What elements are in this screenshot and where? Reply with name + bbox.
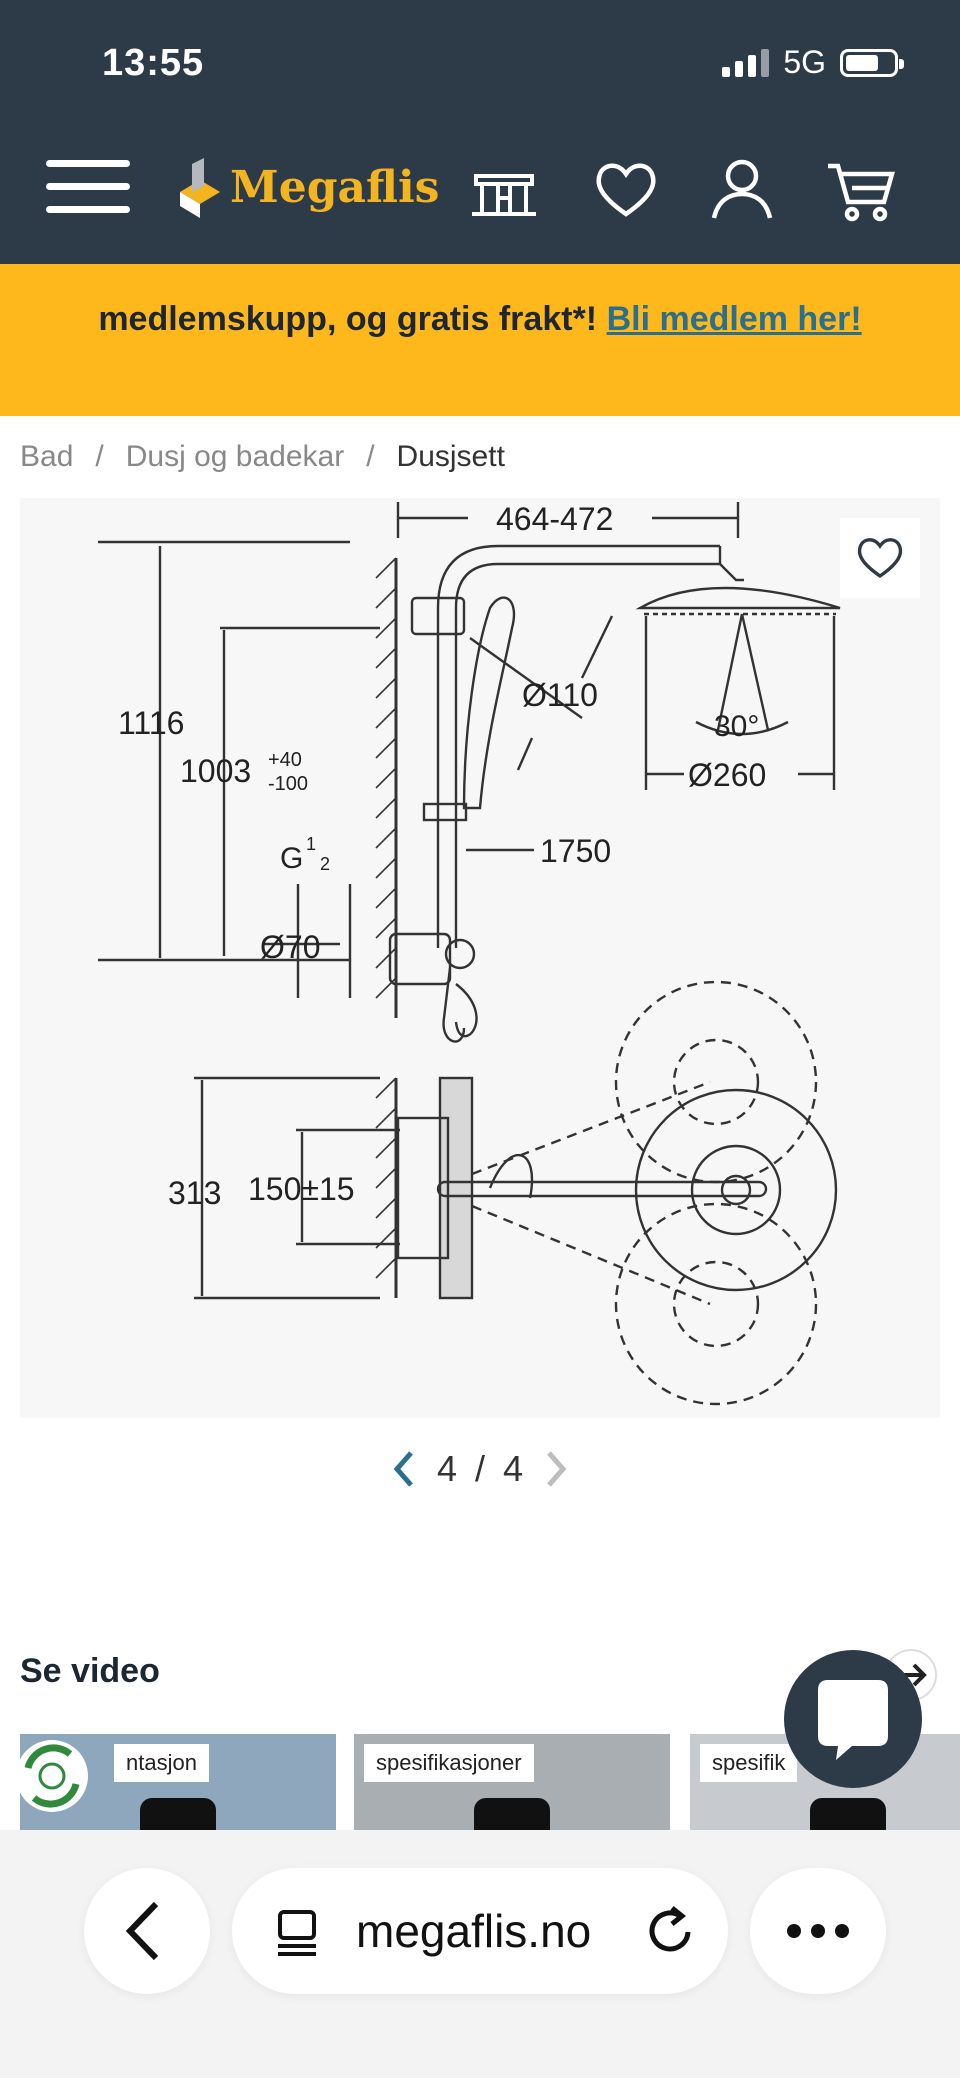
membership-banner: medlemskupp, og gratis frakt*! Bli medle… [0,264,960,416]
reload-icon[interactable] [642,1902,700,1960]
dim-angle: 30° [714,710,759,743]
banner-text: medlemskupp, og gratis frakt*! Bli medle… [98,300,862,338]
video-card[interactable]: spesifikasjoner [354,1734,670,1830]
tab-icon [278,1910,316,1956]
dim-hose: 1750 [540,833,611,869]
play-icon [810,1798,886,1830]
dim-head: Ø260 [688,757,766,793]
heart-icon [857,538,903,579]
dim-height-total: 1116 [118,705,184,741]
store-icon[interactable] [468,154,540,226]
pager-separator: / [474,1448,485,1489]
more-button[interactable] [750,1868,886,1994]
breadcrumb-current: Dusjsett [396,440,505,473]
app-header: 13:55 5G Megaflis [0,0,960,264]
breadcrumb-item-dusj[interactable]: Dusj og badekar [125,440,345,473]
recycle-icon[interactable] [14,1738,90,1814]
cart-icon[interactable] [824,154,896,226]
chat-icon [818,1680,888,1760]
play-icon [140,1798,216,1830]
play-icon [474,1798,550,1830]
url-text: megaflis.no [356,1905,592,1957]
video-card-label: ntasjon [114,1744,209,1782]
dim-width: 464-472 [496,501,613,537]
dim-flange: Ø70 [260,929,320,965]
more-icon [787,1924,849,1938]
user-icon[interactable] [706,154,778,226]
thread-den: 2 [320,854,330,874]
breadcrumb-separator: / [366,440,375,473]
chat-button[interactable] [784,1650,922,1788]
network-label: 5G [783,44,826,80]
dim-hand-shower: Ø110 [522,677,598,713]
product-image[interactable]: 464-472 30° Ø260 Ø110 17 [20,498,940,1418]
main-nav: Megaflis [0,150,960,234]
breadcrumb-item-bad[interactable]: Bad [20,440,74,473]
technical-drawing: 464-472 30° Ø260 Ø110 17 [98,501,841,1406]
browser-toolbar: megaflis.no [0,1830,960,2078]
dim-box: 313 [168,1175,221,1211]
video-section-title: Se video [20,1652,160,1690]
chevron-right-icon[interactable] [541,1449,571,1489]
chevron-left-icon[interactable] [389,1449,419,1489]
chevron-left-icon [125,1901,159,1961]
back-button[interactable] [84,1868,210,1994]
thread-label: G [280,842,303,875]
dim-tol-plus: +40 [268,749,302,771]
breadcrumb-separator: / [95,440,104,473]
logo-text: Megaflis [230,161,440,213]
pager-current: 4 [436,1448,457,1489]
logo[interactable]: Megaflis [176,156,439,218]
logo-mark-icon [180,158,220,218]
thread-num: 1 [306,834,316,854]
status-time: 13:55 [102,42,205,84]
dim-tol-minus: -100 [268,773,308,795]
status-indicators: 5G [722,44,904,81]
dim-centers: 150±15 [248,1171,355,1207]
dim-height: 1003 [180,753,251,789]
become-member-link[interactable]: Bli medlem her! [606,300,862,338]
heart-icon[interactable] [590,154,662,226]
menu-icon[interactable] [46,160,130,220]
breadcrumb: Bad / Dusj og badekar / Dusjsett [20,440,505,474]
favorite-button[interactable] [840,518,920,598]
signal-icon [722,48,770,77]
battery-icon [840,48,904,77]
video-card-label: spesifik [700,1744,798,1782]
address-bar[interactable]: megaflis.no [232,1868,728,1994]
video-card-label: spesifikasjoner [364,1744,534,1782]
pager-total: 4 [503,1448,524,1489]
image-pager: 4 / 4 [0,1448,960,1490]
